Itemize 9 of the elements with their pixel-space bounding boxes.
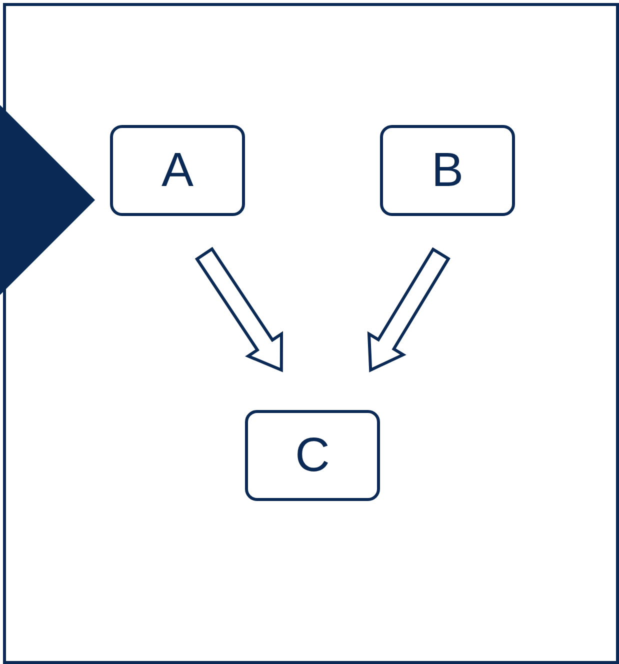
block-arrow bbox=[367, 247, 450, 372]
rounded-box bbox=[110, 125, 245, 216]
triangle-marker bbox=[0, 105, 95, 295]
node-label: C bbox=[295, 432, 330, 480]
block-arrow bbox=[194, 246, 283, 372]
node-label: A bbox=[161, 146, 194, 194]
node-label: B bbox=[431, 146, 464, 194]
rounded-box bbox=[380, 125, 515, 216]
rounded-box bbox=[245, 410, 380, 501]
